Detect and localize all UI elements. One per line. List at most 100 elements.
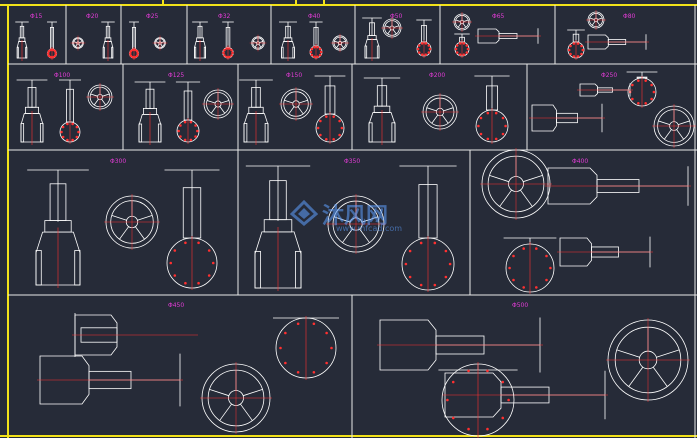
handwheel-spoke (259, 41, 264, 43)
bolt-hole (427, 51, 431, 54)
bolt-hole (325, 331, 328, 335)
bolt-hole (51, 55, 55, 59)
watermark-logo (290, 200, 318, 226)
bolt-hole (61, 135, 65, 139)
end-flange-left (16, 46, 19, 59)
label-d350: Φ350 (344, 158, 361, 165)
bolt-hole (455, 51, 459, 54)
label-d80: Φ80 (623, 13, 636, 20)
bolt-hole (318, 53, 322, 57)
gate-valve-side-view (175, 81, 201, 144)
bolt-hole (325, 361, 328, 365)
cell-grid (8, 5, 697, 438)
bolt-hole (444, 275, 448, 279)
bolt-hole (189, 120, 193, 124)
bolt-hole (567, 48, 571, 52)
gate-valve-plan-view (475, 28, 541, 44)
bolt-hole (451, 380, 455, 384)
handwheel-spoke (656, 349, 680, 358)
end-flange-right (25, 46, 28, 59)
gate-valve-side-view (222, 21, 234, 60)
handwheel-spoke (678, 120, 690, 126)
handwheel-spoke (161, 41, 165, 44)
bolt-hole (631, 97, 634, 101)
end-flange-left (254, 250, 261, 289)
gate-valve-plan-view (529, 103, 605, 133)
bolt-hole (319, 133, 322, 137)
handwheel-spoke (499, 189, 512, 207)
bolt-hole (466, 47, 470, 51)
bolt-hole (408, 275, 412, 279)
handwheel-spoke (102, 93, 110, 97)
handwheel-top-view (279, 87, 313, 121)
bolt-hole (316, 45, 319, 49)
bolt-hole (501, 116, 505, 120)
bolt-hole (77, 130, 80, 134)
bolt-hole (580, 44, 583, 48)
bolt-hole (408, 249, 412, 253)
handwheel-spoke (209, 389, 230, 397)
handwheel-spoke (219, 106, 226, 114)
handwheel-top-view (86, 83, 114, 111)
gate-valve-side-view (46, 21, 58, 60)
label-d150: Φ150 (286, 72, 303, 79)
handwheel-spoke (75, 43, 78, 47)
bolt-hole (576, 42, 580, 45)
handwheel-spoke (240, 403, 253, 421)
handwheel-top-view (452, 12, 472, 32)
handwheel-spoke (219, 403, 232, 421)
handwheel-spoke (334, 216, 351, 223)
bolt-hole (501, 132, 505, 136)
label-d400: Φ400 (572, 158, 589, 165)
bolt-hole (454, 47, 458, 51)
gate-valve-side-view (626, 71, 658, 108)
bolt-hole (183, 120, 187, 124)
handwheel-spoke (664, 129, 672, 140)
handwheel-spoke (242, 389, 263, 397)
bolt-hole (49, 55, 53, 59)
bolt-hole (465, 44, 469, 47)
handwheel-spoke (284, 99, 293, 104)
gate-valve-side-view (273, 316, 339, 380)
bolt-hole (428, 47, 432, 51)
bolt-hole (332, 115, 335, 118)
bolt-hole (404, 262, 408, 266)
bolt-hole (133, 55, 137, 59)
bolt-hole (46, 52, 50, 55)
bolt-hole (330, 346, 333, 350)
handwheel-spoke (340, 44, 344, 49)
gate-valve-front-view (362, 17, 382, 61)
end-flange-right (74, 250, 81, 286)
bolt-hole (53, 49, 57, 53)
bolt-hole (650, 83, 653, 87)
handwheel-spoke (220, 100, 230, 104)
bolt-hole (504, 124, 507, 128)
bolt-hole (313, 45, 316, 49)
bolt-hole (128, 52, 132, 55)
handwheel-spoke (252, 41, 257, 43)
handwheel-spoke (589, 17, 595, 20)
bolt-hole (230, 48, 233, 52)
end-flange-left (138, 123, 143, 143)
end-flange-right (111, 46, 114, 59)
bolt-hole (549, 266, 552, 270)
handwheel-top-view (152, 35, 168, 51)
bolt-hole (338, 133, 341, 137)
gate-valve-front-view (16, 79, 48, 145)
bolt-hole (296, 370, 300, 374)
gate-valve-front-view (279, 21, 297, 61)
label-d15: Φ15 (30, 13, 43, 20)
bolt-hole (455, 44, 459, 47)
bolt-hole (479, 132, 483, 136)
label-d32: Φ32 (218, 13, 231, 20)
bolt-hole (494, 137, 498, 141)
valve-drawings (15, 10, 696, 438)
handwheel-spoke (597, 17, 603, 20)
handwheel-spoke (206, 100, 216, 104)
bolt-hole (318, 47, 322, 51)
bolt-hole (535, 247, 538, 250)
gate-valve-side-view (164, 169, 220, 290)
bolt-hole (644, 79, 647, 82)
bolt-hole (129, 54, 133, 58)
gate-valve-side-view (59, 79, 81, 144)
